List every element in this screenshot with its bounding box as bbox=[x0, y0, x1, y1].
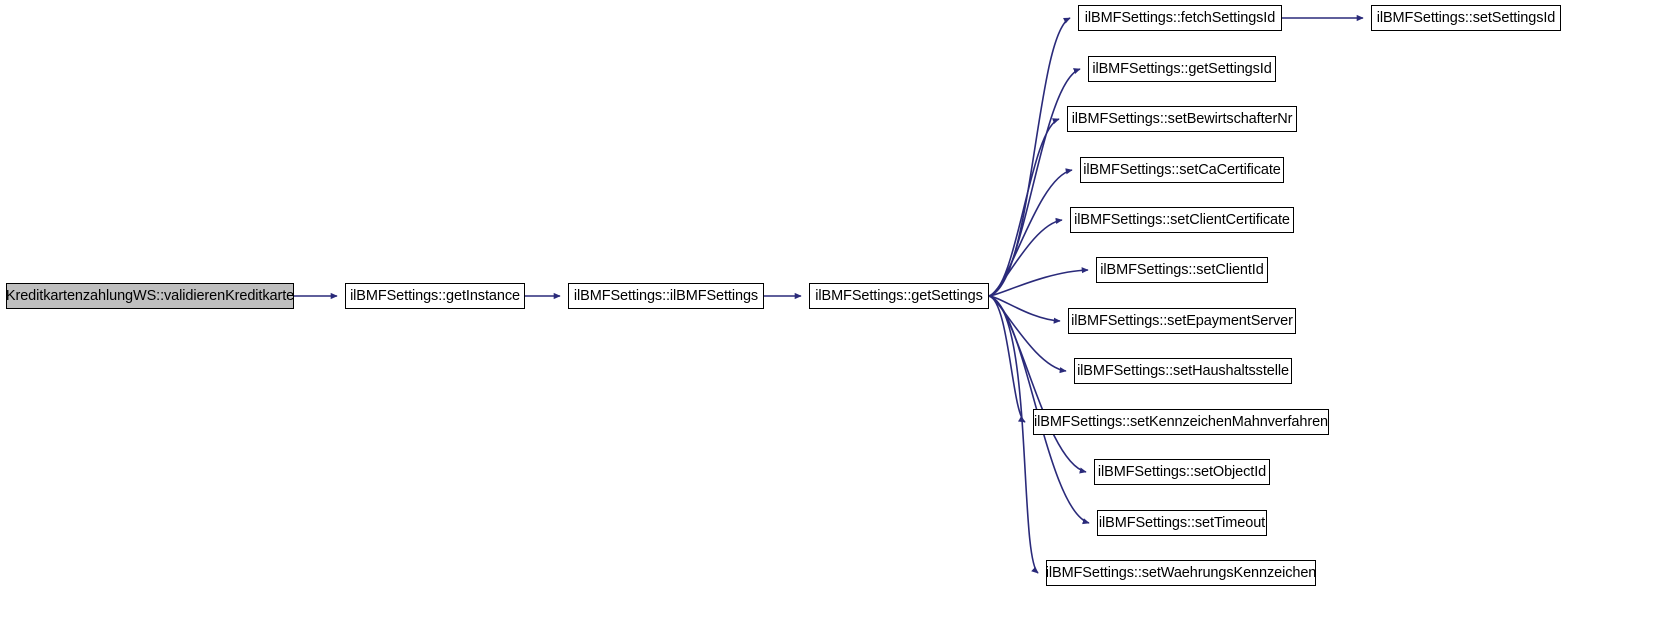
graph-node[interactable]: ilBMFSettings::setCaCertificate bbox=[1080, 157, 1284, 183]
graph-node[interactable]: ilBMFSettings::setSettingsId bbox=[1371, 5, 1561, 31]
graph-edge bbox=[988, 295, 1039, 574]
graph-node-label: KreditkartenzahlungWS::validierenKreditk… bbox=[5, 287, 295, 304]
graph-node[interactable]: ilBMFSettings::setObjectId bbox=[1094, 459, 1270, 485]
graph-node-label: ilBMFSettings::getSettings bbox=[815, 287, 983, 304]
graph-node[interactable]: ilBMFSettings::setClientCertificate bbox=[1070, 207, 1294, 233]
graph-node[interactable]: ilBMFSettings::setBewirtschafterNr bbox=[1067, 106, 1297, 132]
graph-node-label: ilBMFSettings::getInstance bbox=[350, 287, 520, 304]
graph-node-label: ilBMFSettings::setClientId bbox=[1100, 261, 1264, 278]
graph-node[interactable]: ilBMFSettings::setKennzeichenMahnverfahr… bbox=[1033, 409, 1329, 435]
graph-node-label: ilBMFSettings::setSettingsId bbox=[1376, 9, 1556, 26]
graph-edge bbox=[988, 295, 1061, 324]
graph-edge bbox=[988, 118, 1060, 297]
graph-node[interactable]: ilBMFSettings::getSettingsId bbox=[1088, 56, 1276, 82]
graph-edge bbox=[988, 168, 1073, 297]
graph-node-label: ilBMFSettings::setKennzeichenMahnverfahr… bbox=[1034, 413, 1329, 430]
graph-node[interactable]: ilBMFSettings::ilBMFSettings bbox=[568, 283, 764, 309]
graph-edge bbox=[988, 295, 1026, 423]
graph-node[interactable]: ilBMFSettings::setTimeout bbox=[1097, 510, 1267, 536]
graph-node-label: ilBMFSettings::setBewirtschafterNr bbox=[1071, 110, 1293, 127]
graph-node-label: ilBMFSettings::setWaehrungsKennzeichen bbox=[1045, 564, 1317, 581]
graph-node[interactable]: ilBMFSettings::setHaushaltsstelle bbox=[1074, 358, 1292, 384]
graph-edge bbox=[988, 217, 1063, 297]
graph-node[interactable]: KreditkartenzahlungWS::validierenKreditk… bbox=[6, 283, 294, 309]
graph-node[interactable]: ilBMFSettings::getSettings bbox=[809, 283, 989, 309]
graph-node[interactable]: ilBMFSettings::setClientId bbox=[1096, 257, 1268, 283]
graph-node-label: ilBMFSettings::setObjectId bbox=[1097, 463, 1267, 480]
graph-edge bbox=[988, 68, 1081, 297]
graph-node-label: ilBMFSettings::setEpaymentServer bbox=[1071, 312, 1293, 329]
graph-node[interactable]: ilBMFSettings::fetchSettingsId bbox=[1078, 5, 1282, 31]
graph-node-label: ilBMFSettings::getSettingsId bbox=[1092, 60, 1272, 77]
graph-node-label: ilBMFSettings::setCaCertificate bbox=[1083, 161, 1281, 178]
graph-node[interactable]: ilBMFSettings::setWaehrungsKennzeichen bbox=[1046, 560, 1316, 586]
graph-node-label: ilBMFSettings::setTimeout bbox=[1098, 514, 1266, 531]
graph-node-label: ilBMFSettings::setClientCertificate bbox=[1074, 211, 1290, 228]
graph-node-label: ilBMFSettings::setHaushaltsstelle bbox=[1077, 362, 1289, 379]
graph-node-label: ilBMFSettings::fetchSettingsId bbox=[1084, 9, 1276, 26]
graph-node[interactable]: ilBMFSettings::setEpaymentServer bbox=[1068, 308, 1296, 334]
graph-node[interactable]: ilBMFSettings::getInstance bbox=[345, 283, 525, 309]
graph-edge bbox=[988, 267, 1089, 297]
graph-edge bbox=[988, 17, 1071, 297]
graph-edge bbox=[988, 295, 1067, 374]
graph-node-label: ilBMFSettings::ilBMFSettings bbox=[573, 287, 759, 304]
